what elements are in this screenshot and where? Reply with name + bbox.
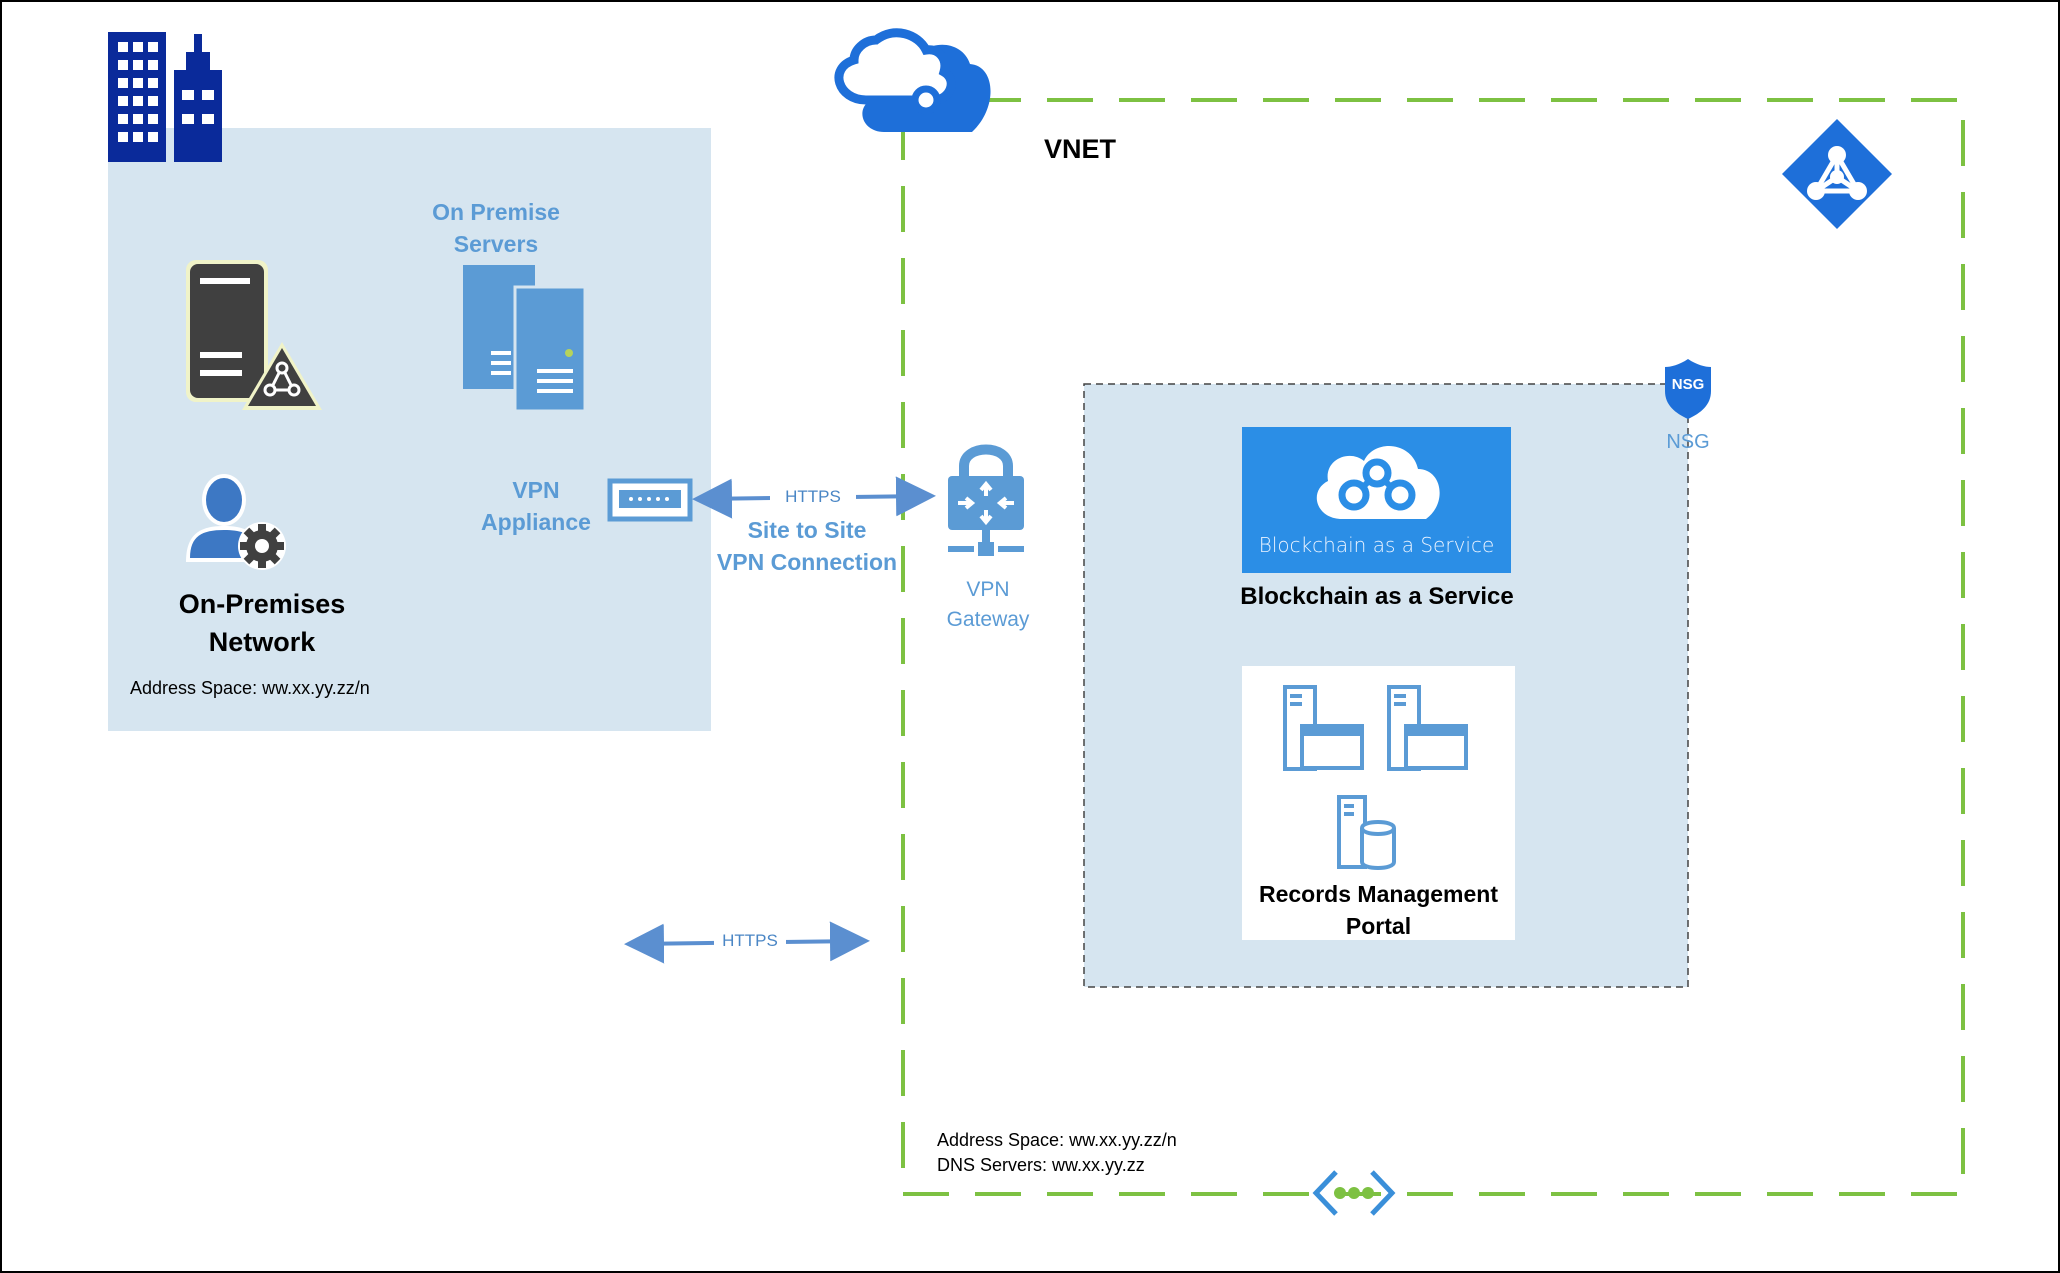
blockchain-service-tile: Blockchain as a Service — [1242, 427, 1511, 573]
nsg-badge-text: NSG — [1671, 376, 1705, 393]
onprem-network-area — [108, 128, 711, 731]
web-server-icon — [1283, 685, 1364, 771]
vnet-icon — [1312, 1170, 1396, 1216]
servers-icon — [463, 265, 585, 413]
onprem-servers-label: On Premise Servers — [432, 199, 560, 257]
vnet-dns-servers: DNS Servers: ww.xx.yy.zz — [937, 1155, 1145, 1175]
vnet-title: VNET — [1044, 134, 1117, 164]
records-portal-label: Records Management Portal — [1258, 881, 1498, 939]
vpn-gateway-label: VPN Gateway — [946, 578, 1030, 631]
https-label-bottom: HTTPS — [714, 931, 786, 951]
blockchain-cloud-icon — [1316, 446, 1440, 519]
vpn-gateway-icon — [948, 444, 1024, 556]
active-directory-icon — [1782, 119, 1892, 229]
vnet-boundary — [901, 98, 1965, 1196]
onprem-address-space: Address Space: ww.xx.yy.zz/n — [130, 678, 370, 698]
building-icon — [108, 32, 222, 162]
vnet-address-space: Address Space: ww.xx.yy.zz/n — [937, 1130, 1177, 1150]
https-label-top: HTTPS — [770, 487, 856, 507]
onprem-network-title: On-Premises Network — [178, 589, 346, 657]
web-server-icon — [1387, 685, 1468, 771]
vpn-appliance-label: VPN Appliance — [481, 477, 591, 535]
server-warning-icon — [186, 260, 322, 410]
nsg-shield-icon — [1665, 359, 1711, 419]
vpn-appliance-icon — [607, 478, 693, 522]
records-portal-tile — [1242, 666, 1515, 940]
site-to-site-label: Site to Site VPN Connection — [716, 517, 898, 575]
azure-cloud-icon — [834, 28, 991, 132]
nsg-label: NSG — [1666, 431, 1710, 453]
database-server-icon — [1337, 795, 1396, 870]
user-settings-icon — [186, 474, 286, 570]
blockchain-service-label: Blockchain as a Service — [1240, 583, 1514, 610]
blockchain-tile-caption: Blockchain as a Service — [1258, 533, 1495, 557]
